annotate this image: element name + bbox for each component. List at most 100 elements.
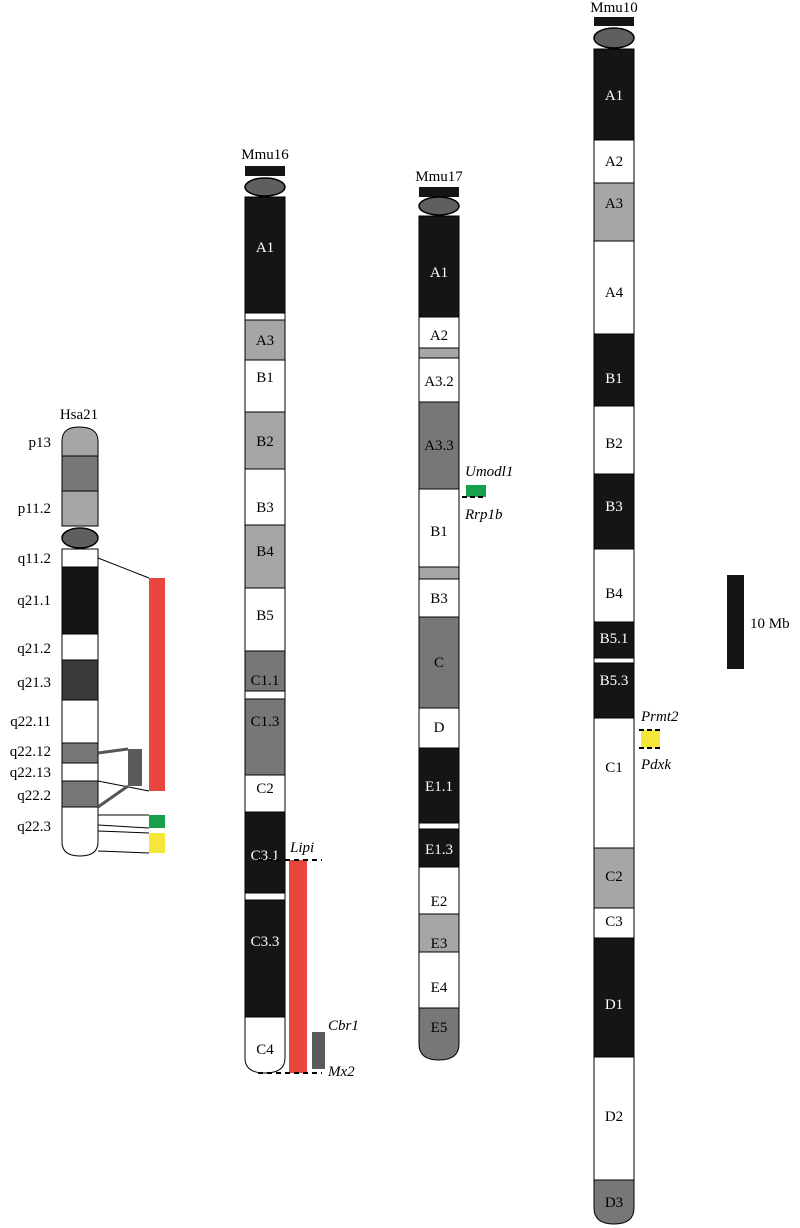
chromosome-mmu10: Mmu10 A1 A2 A3 A4 B1 B2 B3 B4 B5.1 B5.3 … — [590, 0, 679, 1225]
chromosome-title-mmu16: Mmu16 — [241, 147, 289, 163]
band-label: A2 — [605, 154, 623, 170]
band-p12 — [61, 455, 99, 492]
band-label: B3 — [430, 591, 448, 607]
band-label: q11.2 — [18, 551, 51, 567]
band-label: E3 — [431, 936, 448, 952]
band-q21.3 — [61, 659, 99, 701]
band-p11.2 — [61, 490, 99, 527]
band-C1.2 — [244, 690, 286, 700]
band-A3 — [244, 319, 286, 361]
synteny-block-green — [149, 815, 165, 828]
gene-label-prmt2: Prmt2 — [640, 709, 679, 725]
band-D1 — [593, 937, 635, 1058]
band-A4 — [593, 240, 635, 335]
band-label: A3.2 — [424, 374, 454, 390]
band-label: C3 — [605, 914, 623, 930]
band-A3 — [593, 182, 635, 242]
band-q22.12 — [61, 742, 99, 764]
band-label: C1.3 — [251, 714, 280, 730]
synteny-block-yellow — [641, 730, 660, 748]
band-B1 — [593, 333, 635, 407]
band-C1.1 — [244, 650, 286, 692]
connector-line — [97, 824, 150, 829]
connector-line — [97, 830, 150, 834]
band-label: B4 — [256, 544, 274, 560]
band-E2 — [418, 866, 460, 915]
band-A2 — [418, 316, 460, 349]
synteny-block-red — [149, 578, 165, 791]
connector-line — [97, 780, 150, 792]
band-B1 — [418, 488, 460, 568]
band-label: q22.12 — [10, 744, 51, 760]
band-E4 — [418, 951, 460, 1009]
band-label: A2 — [430, 328, 448, 344]
connector-line — [97, 557, 150, 579]
band-label: A1 — [605, 88, 623, 104]
band-A1 — [244, 196, 286, 314]
band-label: q21.1 — [17, 593, 51, 609]
band-label: D3 — [605, 1195, 623, 1211]
band-label: A1 — [256, 240, 274, 256]
scale-bar: 10 Mb — [727, 575, 790, 669]
scale-bar-label: 10 Mb — [750, 616, 790, 632]
band-label: C1.1 — [251, 673, 280, 689]
band-q21.2 — [61, 633, 99, 661]
chromosome-title-mmu10: Mmu10 — [590, 0, 638, 16]
band-D2 — [593, 1056, 635, 1181]
band-label: A3.3 — [424, 438, 454, 454]
band-E3 — [418, 913, 460, 953]
band-E1.2 — [418, 822, 460, 830]
gene-label-pdxk: Pdxk — [640, 757, 671, 773]
band-E1.3 — [418, 828, 460, 868]
band-label: A3 — [256, 333, 274, 349]
band-label: D — [434, 720, 445, 736]
band-B3 — [593, 473, 635, 550]
band-label: E4 — [431, 980, 448, 996]
band-B4 — [244, 524, 286, 589]
band-label: q21.3 — [17, 675, 51, 691]
band-label: C3.3 — [251, 934, 280, 950]
band-B5.1 — [593, 621, 635, 659]
band-q21.1 — [61, 566, 99, 635]
band-B5.2 — [593, 657, 635, 664]
band-label: q22.13 — [10, 765, 51, 781]
synteny-block-yellow — [149, 833, 165, 853]
band-label: E5 — [431, 1020, 448, 1036]
chromosome-cap — [245, 166, 285, 176]
band-label: A1 — [430, 265, 448, 281]
band-q22.3 — [61, 806, 99, 857]
connector-line — [97, 850, 150, 854]
gene-label-umodl1: Umodl1 — [465, 464, 513, 480]
band-C2 — [593, 847, 635, 909]
band-D — [418, 707, 460, 749]
band-C1.3 — [244, 698, 286, 776]
band-label: E1.1 — [425, 779, 453, 795]
band-q22.2 — [61, 780, 99, 808]
band-B2 — [593, 405, 635, 475]
band-label: A3 — [605, 196, 623, 212]
band-A3.3 — [418, 401, 460, 490]
gene-label-rrp1b: Rrp1b — [464, 507, 503, 523]
band-B3 — [418, 578, 460, 618]
band-C3.3 — [244, 899, 286, 1018]
band-label: B4 — [605, 586, 623, 602]
band-label: p13 — [29, 435, 52, 451]
band-label: q22.2 — [17, 788, 51, 804]
band-q22.11 — [61, 699, 99, 744]
connector-line — [97, 784, 129, 809]
band-label: B2 — [605, 436, 623, 452]
centromere-hsa21 — [61, 527, 99, 549]
band-label: C — [434, 655, 444, 671]
band-E1.1 — [418, 747, 460, 824]
band-label: C4 — [256, 1042, 274, 1058]
band-label: D2 — [605, 1109, 623, 1125]
band-A3.1 — [418, 347, 460, 359]
band-label: B3 — [605, 499, 623, 515]
chromosome-cap — [419, 187, 459, 197]
chromosome-mmu16: Mmu16 A1 A3 B1 B2 B3 B4 B5 C1.1 C1.3 C2 … — [241, 147, 359, 1080]
gene-label-mx2: Mx2 — [327, 1064, 355, 1080]
band-label: B1 — [605, 371, 623, 387]
centromere-mmu16 — [244, 177, 286, 197]
gene-label-lipi: Lipi — [289, 840, 314, 856]
